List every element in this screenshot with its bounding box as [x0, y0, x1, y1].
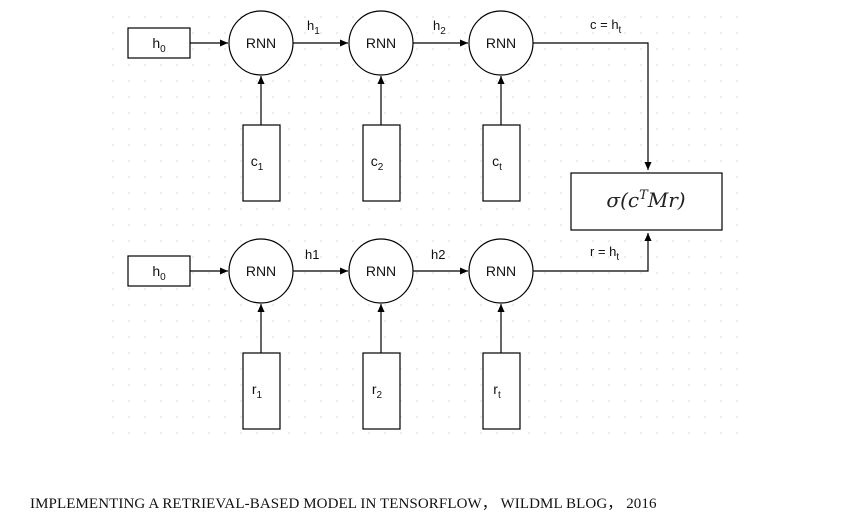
- score-box: [570, 172, 723, 231]
- context-encoder: h0 RNN h1 RNN h2 RNN c = ht c1 c2 ct: [127, 10, 652, 202]
- context-init-state-box: [127, 27, 191, 59]
- context-hidden-label-2: h2: [433, 18, 446, 37]
- context-hidden-label-1: h1: [307, 18, 320, 37]
- rnn-diagram: h0 RNN h1 RNN h2 RNN c = ht c1 c2 ct σ(c…: [110, 8, 742, 438]
- response-input-label-3: rt: [493, 381, 501, 401]
- context-rnn-cell-2-label: RNN: [366, 35, 396, 51]
- response-input-box-1: [242, 352, 281, 430]
- context-input-label-2: c2: [371, 153, 384, 173]
- response-rnn-cell-2-label: RNN: [366, 263, 396, 279]
- response-hidden-label-1: h1: [305, 247, 319, 262]
- response-encoder: h0 RNN h1 RNN h2 RNN r = ht r1 r2 rt: [127, 233, 652, 430]
- context-output-connector: [533, 42, 652, 170]
- context-rnn-cell-3-label: RNN: [486, 35, 516, 51]
- response-rnn-cell-3-label: RNN: [486, 263, 516, 279]
- context-output-label: c = ht: [590, 17, 622, 36]
- response-input-label-1: r1: [252, 381, 263, 401]
- response-input-label-2: r2: [372, 381, 383, 401]
- response-output-label: r = ht: [590, 244, 619, 263]
- response-input-box-3: [482, 352, 521, 430]
- response-rnn-cell-1-label: RNN: [246, 263, 276, 279]
- figure-caption: IMPLEMENTING A RETRIEVAL-BASED MODEL IN …: [30, 496, 657, 512]
- score-function: σ(cTMr): [570, 172, 723, 231]
- response-input-box-2: [362, 352, 401, 430]
- response-hidden-label-2: h2: [431, 247, 445, 262]
- context-input-box-2: [362, 124, 401, 202]
- context-input-label-3: ct: [492, 153, 502, 173]
- context-rnn-cell-1-label: RNN: [246, 35, 276, 51]
- context-input-box-1: [242, 124, 281, 202]
- response-init-state-label: h0: [152, 263, 166, 283]
- response-output-connector: [533, 233, 652, 272]
- response-init-state-box: [127, 255, 191, 287]
- context-input-label-1: c1: [251, 153, 264, 173]
- score-formula: σ(cTMr): [606, 188, 685, 212]
- context-init-state-label: h0: [152, 35, 166, 55]
